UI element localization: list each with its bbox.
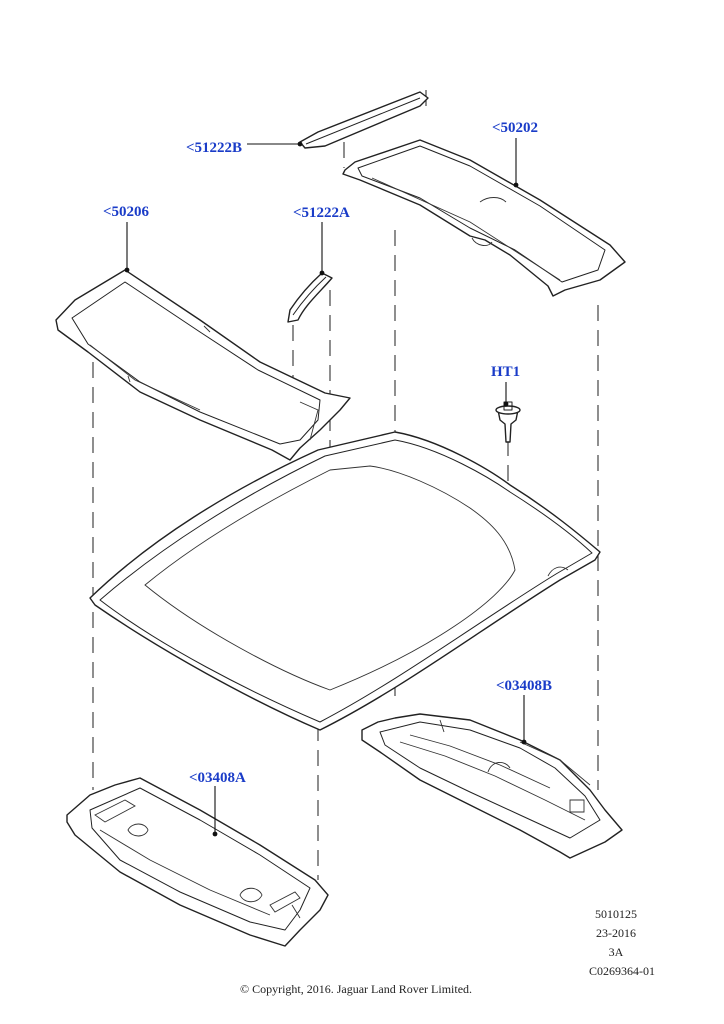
reference-line-1: 5010125	[595, 907, 637, 921]
reference-line-3: 3A	[609, 945, 624, 959]
reinforcement-frame-03408a	[66, 777, 329, 947]
reinforcement-frame-03408b	[361, 713, 623, 859]
fastener-clip-ht1	[495, 401, 521, 443]
callout-03408a: <03408A	[189, 770, 246, 786]
headliner-panel-50206	[55, 269, 351, 461]
reference-block: 5010125 23-2016 3A C0269364-01	[589, 907, 655, 978]
callout-03408b: <03408B	[496, 678, 552, 694]
reference-line-4: C0269364-01	[589, 964, 655, 978]
reference-line-2: 23-2016	[596, 926, 636, 940]
trim-strip-51222b	[299, 91, 429, 149]
callout-labels: <51222B <50202 <50206 <51222A HT1 <03408…	[103, 120, 552, 786]
headliner-panel-50202	[342, 139, 626, 297]
callout-50202: <50202	[492, 120, 538, 136]
callout-ht1: HT1	[491, 364, 520, 380]
leader-lines	[124, 138, 527, 837]
trim-strip-51222a	[287, 272, 333, 323]
callout-50206: <50206	[103, 204, 150, 220]
glass-roof-panel	[89, 431, 601, 731]
callout-51222a: <51222A	[293, 205, 350, 221]
callout-51222b: <51222B	[186, 140, 242, 156]
copyright-notice: © Copyright, 2016. Jaguar Land Rover Lim…	[240, 982, 472, 996]
